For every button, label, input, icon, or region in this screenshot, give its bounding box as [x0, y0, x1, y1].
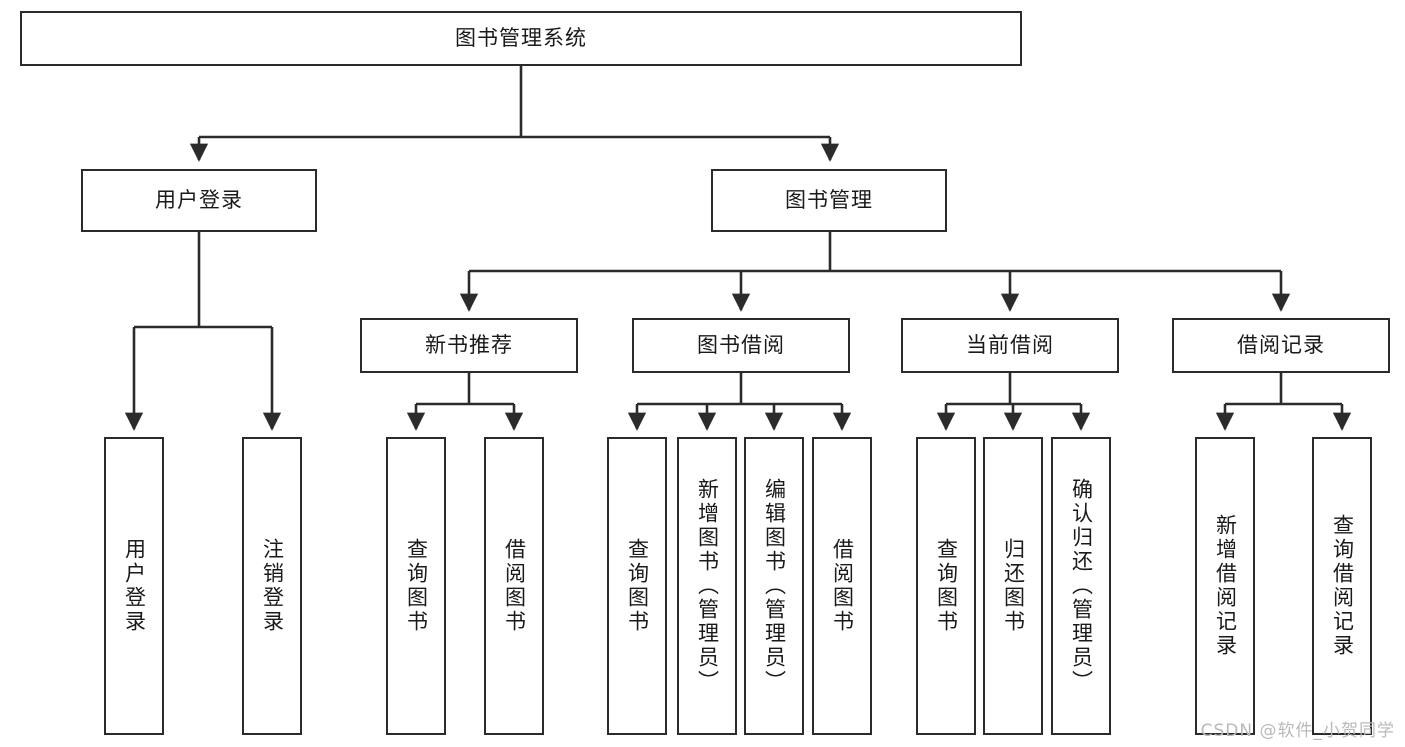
node-label: 确认归还（管理员）	[1069, 478, 1094, 694]
node-label: 借阅记录	[1237, 332, 1325, 357]
node-root-system[interactable]: 图书管理系统	[20, 11, 1022, 66]
node-label: 归还图书	[1001, 538, 1026, 634]
node-label: 当前借阅	[966, 332, 1054, 357]
leaf-current-confirm-return-admin[interactable]: 确认归还（管理员）	[1051, 437, 1111, 735]
node-label: 用户登录	[122, 538, 147, 634]
node-label: 借阅图书	[502, 538, 527, 634]
node-user-login[interactable]: 用户登录	[81, 169, 317, 232]
node-new-book-recommend[interactable]: 新书推荐	[360, 318, 578, 373]
leaf-borrow-add-book-admin[interactable]: 新增图书（管理员）	[677, 437, 737, 735]
node-label: 新书推荐	[425, 332, 513, 357]
watermark: CSDN @软件_小贺同学	[1200, 721, 1395, 741]
leaf-borrow-query-book[interactable]: 查询图书	[607, 437, 667, 735]
node-book-management[interactable]: 图书管理	[711, 169, 947, 232]
node-label: 查询图书	[625, 538, 650, 634]
node-label: 注销登录	[260, 538, 285, 634]
node-label: 查询图书	[404, 538, 429, 634]
leaf-recommend-query-book[interactable]: 查询图书	[386, 437, 446, 735]
node-label: 新增图书（管理员）	[695, 478, 720, 694]
node-label: 图书管理系统	[455, 25, 587, 50]
leaf-borrow-borrow-book[interactable]: 借阅图书	[812, 437, 872, 735]
leaf-record-add-record[interactable]: 新增借阅记录	[1195, 437, 1255, 735]
node-label: 借阅图书	[830, 538, 855, 634]
leaf-user-login-signin[interactable]: 用户登录	[104, 437, 164, 735]
node-label: 新增借阅记录	[1213, 514, 1238, 658]
node-borrow-record[interactable]: 借阅记录	[1172, 318, 1390, 373]
node-label: 查询借阅记录	[1330, 514, 1355, 658]
node-label: 查询图书	[934, 538, 959, 634]
node-current-borrow[interactable]: 当前借阅	[901, 318, 1119, 373]
leaf-record-query-record[interactable]: 查询借阅记录	[1312, 437, 1372, 735]
node-label: 图书借阅	[697, 332, 785, 357]
leaf-borrow-edit-book-admin[interactable]: 编辑图书（管理员）	[744, 437, 804, 735]
leaf-recommend-borrow-book[interactable]: 借阅图书	[484, 437, 544, 735]
node-label: 编辑图书（管理员）	[762, 478, 787, 694]
node-label: 用户登录	[155, 187, 243, 212]
leaf-current-query-book[interactable]: 查询图书	[916, 437, 976, 735]
leaf-current-return-book[interactable]: 归还图书	[983, 437, 1043, 735]
node-label: 图书管理	[785, 187, 873, 212]
node-book-borrow[interactable]: 图书借阅	[632, 318, 850, 373]
leaf-user-login-signout[interactable]: 注销登录	[242, 437, 302, 735]
